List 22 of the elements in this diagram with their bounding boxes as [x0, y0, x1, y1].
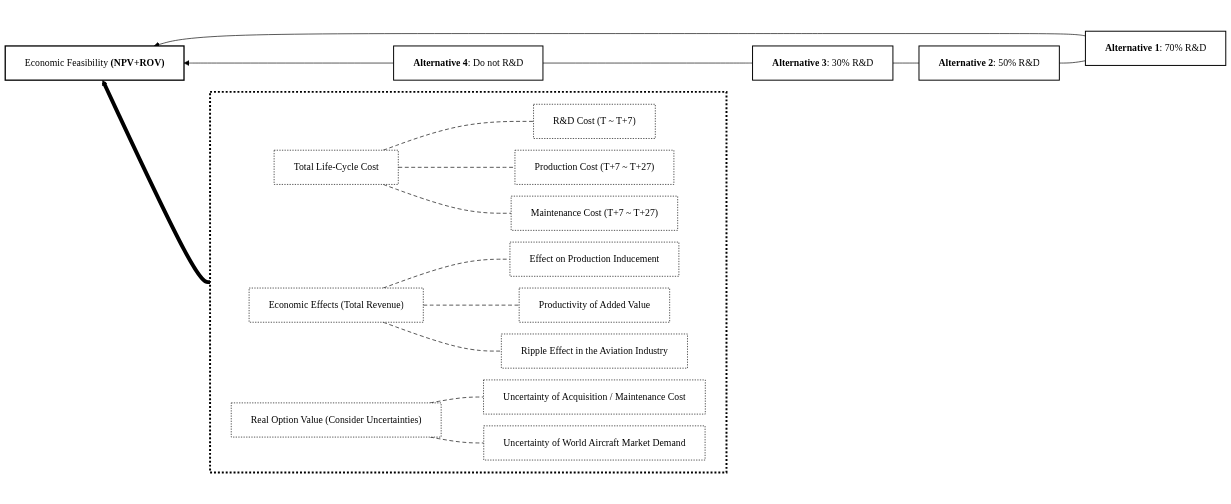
node-box: Economic Effects (Total Revenue) [248, 287, 424, 323]
connector [892, 62, 920, 64]
node-box: Alternative 3: 30% R&D [752, 45, 894, 81]
node-box: Uncertainty of Acquisition / Maintenance Cost [483, 379, 706, 415]
node-box: Alternative 1: 70% R&D [1084, 30, 1227, 67]
node-box: Real Option Value (Consider Uncertainties) [230, 402, 442, 438]
connector [1059, 60, 1086, 64]
connector [429, 396, 484, 404]
node-box: Ripple Effect in the Aviation Industry [501, 333, 688, 369]
node-box: Production Cost (T+7 ~ T+27) [514, 150, 675, 185]
node-box: Total Life-Cycle Cost [273, 150, 399, 185]
node-box: Uncertainty of World Aircraft Market Demand [483, 425, 706, 461]
node-box: Productivity of Added Value [518, 287, 670, 323]
node-box: Alternative 2: 50% R&D [918, 45, 1060, 81]
node-box: R&D Cost (T ~ T+7) [533, 104, 656, 139]
arrow [101, 80, 211, 285]
node-box: Maintenance Cost (T+7 ~ T+27) [510, 196, 678, 231]
node-box: Alternative 4: Do not R&D [393, 45, 544, 81]
node-box: Effect on Production Inducement [509, 241, 680, 277]
cluster [209, 91, 728, 474]
node-box: Economic Feasibility (NPV+ROV) [4, 45, 185, 81]
connector [542, 62, 753, 64]
